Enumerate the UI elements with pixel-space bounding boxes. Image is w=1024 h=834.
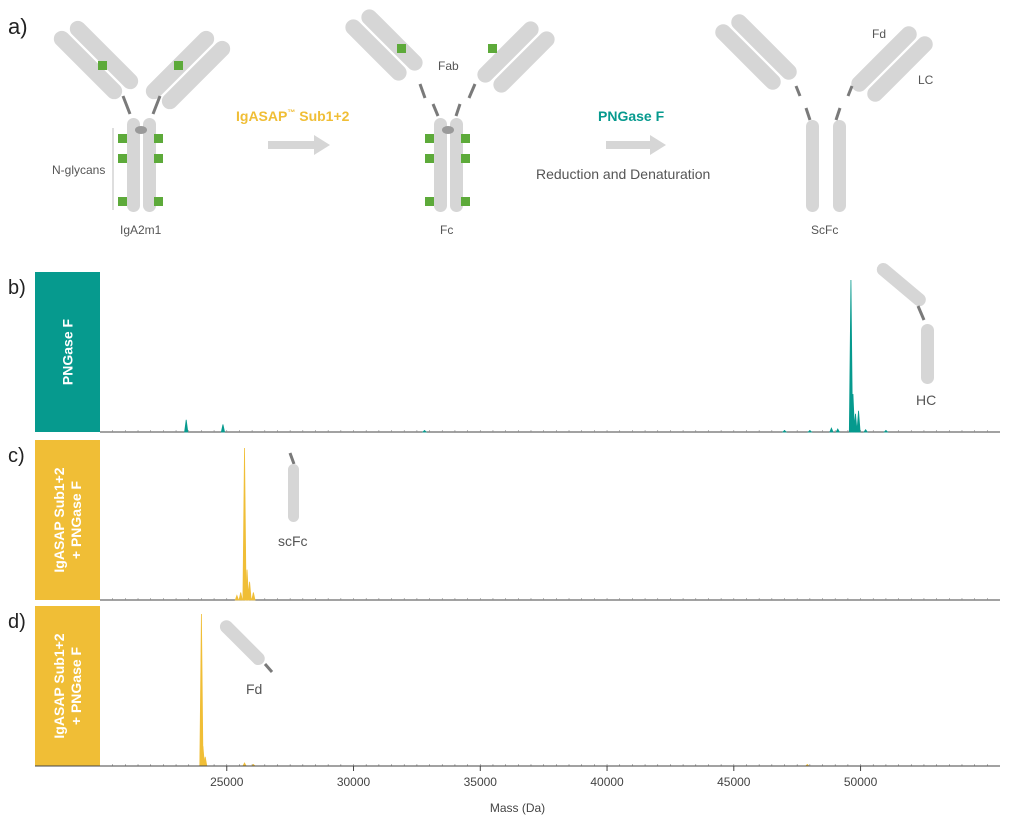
fc-label: Fc <box>440 223 453 237</box>
side-label-box <box>35 440 100 600</box>
side-label-box <box>35 606 100 766</box>
spectrum-peak <box>421 429 428 433</box>
fd-chain-left <box>715 14 797 90</box>
hc-label: HC <box>916 392 936 408</box>
spectrum-peak <box>850 393 855 433</box>
panel-label-a: a) <box>8 14 28 39</box>
spectrum-peak <box>781 429 788 433</box>
antibody-reduced: Fd LC ScFc <box>715 14 934 237</box>
fab-fragment-left <box>345 9 423 81</box>
spectrum-panel-b: b) PNGase F <box>8 272 1000 433</box>
antibody-iga2m1: N-glycans IgA2m1 <box>52 20 231 237</box>
panel-label: b) <box>8 277 26 299</box>
x-tick-label: 40000 <box>590 775 624 789</box>
spectrum-peak <box>863 429 869 433</box>
panel-label: c) <box>8 445 25 467</box>
spectrum-peak <box>245 569 250 601</box>
spectrum-peak <box>242 447 247 601</box>
disulfide-bond <box>442 126 454 134</box>
spectrum-peak <box>853 413 858 433</box>
fd-cartoon <box>219 620 274 673</box>
x-axis-label: Mass (Da) <box>490 801 545 815</box>
arrow-1 <box>268 135 330 155</box>
spectrum-peak <box>835 428 841 433</box>
step-1-label: IgASAP™ Sub1+2 <box>236 108 350 124</box>
spectrum-peak <box>184 419 189 433</box>
fab-arm-right <box>145 30 231 110</box>
spectrum-panel-d: d) IgASAP Sub1+2+ PNGase F <box>8 606 1000 767</box>
panel-label: d) <box>8 611 26 633</box>
x-tick-label: 30000 <box>337 775 371 789</box>
x-tick-label: 25000 <box>210 775 244 789</box>
x-tick-label: 35000 <box>464 775 498 789</box>
spectrum-peak <box>199 613 204 767</box>
scfc-cartoon <box>288 452 299 522</box>
spectrum-peak <box>234 594 240 601</box>
spectrum-peak <box>220 424 226 433</box>
hinge <box>121 95 162 115</box>
glycan-markers <box>98 61 183 206</box>
disulfide-bond <box>135 126 147 134</box>
spectrum-panel-c: c) IgASAP Sub1+2+ PNGase F <box>8 440 1000 601</box>
scfc-peak-label: scFc <box>278 533 308 549</box>
step-2: PNGase F Reduction and Denaturation <box>536 108 710 182</box>
hinge <box>418 83 477 117</box>
spectrum-peak <box>238 592 243 601</box>
lc-chain-right <box>851 26 933 102</box>
n-glycans-label: N-glycans <box>52 163 105 177</box>
antibody-cleaved: Fab Fc <box>345 9 555 237</box>
spectrum-peak <box>247 581 252 601</box>
spectrum-peak <box>883 429 889 433</box>
fd-peak-label: Fd <box>246 681 262 697</box>
fc-chains <box>127 118 156 212</box>
step-2-label: PNGase F <box>598 108 665 124</box>
arrow-2 <box>606 135 666 155</box>
glycan-markers <box>397 44 497 206</box>
fd-label: Fd <box>872 27 886 41</box>
side-label: PNGase F <box>60 318 76 385</box>
fab-label: Fab <box>438 59 459 73</box>
side-label: IgASAP Sub1+2+ PNGase F <box>51 467 84 572</box>
x-tick-label: 50000 <box>844 775 878 789</box>
iga2m1-label: IgA2m1 <box>120 223 162 237</box>
hinge <box>794 85 854 121</box>
fab-arm-left <box>53 20 139 100</box>
x-tick-label: 45000 <box>717 775 751 789</box>
spectrum-peak <box>848 279 853 433</box>
reduction-label: Reduction and Denaturation <box>536 166 710 182</box>
step-1: IgASAP™ Sub1+2 <box>236 108 350 155</box>
scfc-label: ScFc <box>811 223 838 237</box>
spectrum-peak <box>807 429 813 433</box>
lc-label: LC <box>918 73 934 87</box>
spectrum-peak <box>829 427 834 433</box>
spectrum-peak <box>251 592 256 601</box>
side-label: IgASAP Sub1+2+ PNGase F <box>51 633 84 738</box>
fab-fragment-right <box>477 21 555 93</box>
spectrum-peak <box>856 410 861 433</box>
side-label-box <box>35 272 100 432</box>
fc-chains <box>434 118 463 212</box>
hc-cartoon <box>876 263 934 384</box>
scfc-chains <box>806 120 846 212</box>
